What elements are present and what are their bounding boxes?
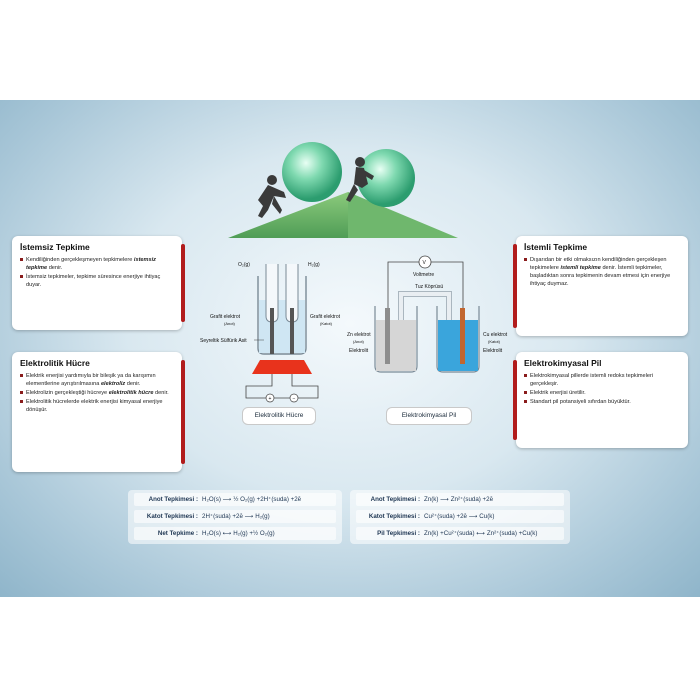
card-accent-bar	[513, 244, 517, 328]
poster-background: İstemsiz Tepkime Kendiliğinden gerçekleş…	[0, 100, 700, 597]
istemli-title: İstemli Tepkime	[524, 242, 588, 252]
eq-right-cathode: Katot Tepkimesi :Cu²⁺(suda) +2ē ⟶ Cu(k)	[356, 510, 564, 523]
external-wire	[387, 261, 464, 312]
cu-electrolyte	[438, 320, 478, 371]
electrolysis-equations-panel: Anot Tepkimesi :H₂O(s) ⟶ ½ O₂(g) +2H⁺(su…	[128, 490, 342, 544]
card-accent-bar	[181, 360, 185, 464]
pushing-person-figure	[258, 175, 286, 218]
zn-beaker	[374, 306, 418, 373]
elektrolitik-bullet-3: Elektrolitik hücrelerde elektrik enerjis…	[20, 398, 174, 414]
right-electrolyte-label: Elektrolit	[483, 348, 503, 354]
anode-sub-label: (Anot)	[224, 321, 236, 326]
galvanic-equations-panel: Anot Tepkimesi :Zn(k) ⟶ Zn²⁺(suda) +2ē K…	[350, 490, 570, 544]
elektrokimyasal-bullet-3: Standart pil potansiyeli sıfırdan büyükt…	[524, 398, 680, 406]
voltmeter-label: Voltmetre	[413, 272, 434, 278]
istemli-tepkime-card: İstemli Tepkime Dışarıdan bir etki olmak…	[513, 236, 688, 336]
cathode-sub-label: (Katot)	[320, 321, 333, 326]
cu-electrode-label: Cu elektrot	[483, 332, 508, 338]
card-accent-bar	[181, 244, 185, 322]
eq-left-anode: Anot Tepkimesi :H₂O(s) ⟶ ½ O₂(g) +2H⁺(su…	[134, 493, 336, 506]
plus-terminal: +	[269, 396, 272, 402]
elektrolitik-hucre-card: Elektrolitik Hücre Elektrik enerjisi yar…	[12, 352, 185, 472]
zn-anode-label: (Anot)	[353, 339, 365, 344]
elektrolitik-bullet-1: Elektrik enerjisi yardımıyla bir bileşik…	[20, 372, 174, 388]
cu-beaker	[436, 306, 480, 373]
istemli-bullet-1: Dışarıdan bir etki olmaksızın kendiliğin…	[524, 256, 680, 288]
eq-left-cathode: Katot Tepkimesi :2H⁺(suda) +2ē ⟶ H₂(g)	[134, 510, 336, 523]
left-hill	[228, 192, 348, 238]
anode-electrode	[270, 308, 274, 354]
elektrokimyasal-bullet-1: Elektrokimyasal pillerde istemli redoks …	[524, 372, 680, 388]
zn-electrolyte	[376, 320, 416, 371]
zn-electrode-label: Zn elektrot	[347, 332, 371, 338]
elektrolitik-bullet-2: Elektrolizin gerçekleştiği hücreye elekt…	[20, 389, 174, 397]
cathode-label: Grafit elektrot	[310, 314, 341, 320]
salt-bridge	[398, 291, 452, 324]
istemsiz-tepkime-card: İstemsiz Tepkime Kendiliğinden gerçekleş…	[12, 236, 185, 330]
beaker	[257, 276, 307, 355]
electrolytic-cell-caption: Elektrolitik Hücre	[242, 407, 316, 425]
minus-terminal: −	[293, 396, 296, 402]
salt-bridge-label: Tuz Köprüsü	[415, 284, 443, 290]
cathode-electrode	[290, 308, 294, 354]
electrochemical-cell-diagram: V Voltmetre Tuz Köprüsü Zn elektrot (Ano…	[347, 255, 508, 373]
elektrokimyasal-pil-card: Elektrokimyasal Pil Elektrokimyasal pill…	[513, 352, 688, 448]
left-sphere	[282, 142, 342, 202]
eq-right-cell: Pil Tepkimesi :Zn(k) +Cu²⁺(suda) ⟷ Zn²⁺(…	[356, 527, 564, 540]
istemsiz-bullet-1: Kendiliğinden gerçekleşmeyen tepkimelere…	[20, 256, 174, 272]
right-sphere	[357, 149, 415, 207]
eq-left-net: Net Tepkime :H₂O(s) ⟷ H₂(g) +½ O₂(g)	[134, 527, 336, 540]
istemsiz-title: İstemsiz Tepkime	[20, 242, 90, 252]
elektrolitik-title: Elektrolitik Hücre	[20, 358, 90, 368]
stand	[252, 360, 312, 374]
elektrokimyasal-title: Elektrokimyasal Pil	[524, 358, 602, 368]
circuit-wire	[245, 374, 319, 399]
cu-electrode	[460, 308, 465, 364]
eq-right-anode: Anot Tepkimesi :Zn(k) ⟶ Zn²⁺(suda) +2ē	[356, 493, 564, 506]
electrolytic-cell-diagram: O₂(g) H₂(g) + − Grafit elektrot (Anot) G…	[200, 262, 341, 403]
left-electrolyte-label: Elektrolit	[349, 348, 369, 354]
electrochemical-cell-caption: Elektrokimyasal Pil	[386, 407, 472, 425]
zn-electrode	[385, 308, 390, 364]
sitting-person-figure	[346, 157, 374, 202]
svg-text:V: V	[423, 260, 427, 266]
acid-label: Seyreltik Sülfürik Asit	[200, 338, 247, 344]
anode-label: Grafit elektrot	[210, 314, 241, 320]
istemsiz-bullet-2: İstemsiz tepkimeler, tepkime süresince e…	[20, 273, 174, 289]
card-accent-bar	[513, 360, 517, 440]
cu-cathode-label: (Katot)	[488, 339, 501, 344]
hill-illustration	[228, 142, 458, 238]
elektrokimyasal-bullet-2: Elektrik enerjisi üretilir.	[524, 389, 680, 397]
o2-label: O₂(g)	[238, 262, 250, 268]
h2-label: H₂(g)	[308, 262, 320, 268]
